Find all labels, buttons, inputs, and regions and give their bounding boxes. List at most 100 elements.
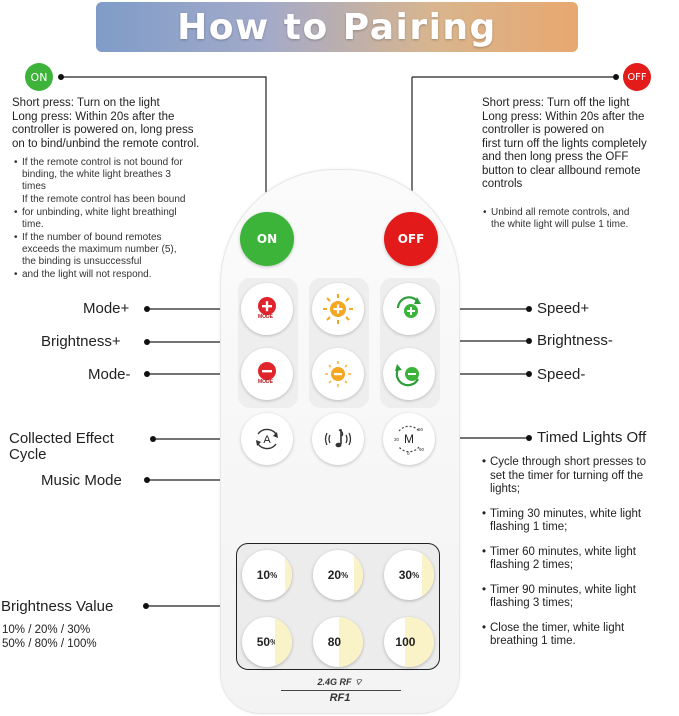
on-line: Long press: Within 20s after the (12, 110, 175, 123)
speed-plus-button[interactable] (383, 283, 435, 335)
brightness-values-line1: 10% / 20% / 30% (2, 624, 91, 636)
brightness-50-button[interactable]: 50% (242, 617, 292, 667)
off-dot (613, 74, 619, 80)
off-line: controller is powered on (482, 124, 605, 136)
off-line: and then long press the OFF (482, 151, 629, 163)
percent-sign: % (341, 570, 349, 580)
on-line: on to bind/unbind the remote control. (12, 137, 200, 150)
on-line: Short press: Turn on the light (12, 97, 160, 109)
speed-minus-icon (395, 364, 419, 387)
off-line: Short press: Turn off the light (482, 97, 630, 109)
brightness-percent: 80 (327, 635, 342, 649)
percent-sign: % (270, 637, 278, 647)
music-icon (324, 429, 352, 448)
on-line: controller is powered on, long press (12, 124, 194, 136)
off-line: Long press: Within 20s after the (482, 110, 645, 123)
mode-minus-label: Mode- (88, 366, 131, 383)
timer-letter: M (404, 432, 414, 446)
mode-minus-text: MODE (258, 379, 273, 385)
brightness-plus-label: Brightness+ (41, 333, 121, 350)
freq-label: 2.4G RF ⌔ (317, 677, 363, 687)
label-dot (144, 306, 150, 312)
bullet: • and the light will not respond. (14, 269, 152, 280)
mode-plus-icon (258, 297, 276, 315)
sun-plus-icon (323, 294, 353, 324)
brightness-values-line2: 50% / 80% / 100% (2, 638, 97, 650)
auto-cycle-button[interactable]: A (241, 413, 293, 465)
brightness-percent: 20 (327, 568, 342, 582)
on-button[interactable]: ON (240, 212, 294, 266)
model-label: RF1 (329, 692, 351, 704)
label-dot (143, 603, 149, 609)
on-badge: ON (25, 63, 53, 91)
mode-plus-button[interactable] (241, 283, 293, 335)
brightness-100-button[interactable]: 100% (384, 617, 434, 667)
signal-icon: ⌔ (354, 677, 363, 687)
on-dot (58, 74, 64, 80)
label-dot (526, 306, 532, 312)
timer-icon: M 30 60 90 0 (394, 425, 425, 456)
mode-minus-button[interactable] (241, 348, 293, 400)
music-mode-button[interactable] (312, 413, 364, 465)
brightness-fill (354, 550, 363, 600)
brightness-10-button[interactable]: 10% (242, 550, 292, 600)
mode-plus-label: Mode+ (83, 300, 130, 317)
brand-divider (281, 690, 401, 691)
off-button[interactable]: OFF (384, 212, 438, 266)
brightness-minus-button[interactable] (312, 348, 364, 400)
off-line: button to clear allbound remote (482, 164, 641, 177)
auto-letter: A (263, 434, 271, 446)
auto-cycle-icon: A (256, 428, 278, 450)
label-dot (144, 371, 150, 377)
brightness-plus-button[interactable] (312, 283, 364, 335)
on-description: Short press: Turn on the light Long pres… (12, 97, 242, 151)
brightness-fill (339, 617, 363, 667)
brightness-minus-label: Brightness- (537, 332, 613, 349)
brightness-20-button[interactable]: 20% (313, 550, 363, 600)
brightness-percent: 10 (256, 568, 271, 582)
timer-mark: 60 (418, 427, 424, 432)
cycle-label: Cycle (9, 446, 47, 463)
off-line: controls (482, 178, 523, 190)
bullet: • If the remote control is not bound for… (14, 157, 183, 192)
label-dot (526, 371, 532, 377)
title-banner: How to Pairing (96, 2, 578, 52)
label-dot (144, 477, 150, 483)
page-title: How to Pairing (177, 6, 497, 48)
mode-plus-text: MODE (258, 314, 273, 320)
off-line: first turn off the lights completely (482, 137, 647, 150)
speed-plus-label: Speed+ (537, 300, 590, 317)
brightness-fill (405, 617, 434, 667)
label-dot (526, 435, 532, 441)
brightness-value-label: Brightness Value (1, 598, 114, 615)
speed-plus-icon (396, 296, 421, 318)
timer-button[interactable]: M 30 60 90 0 (383, 413, 435, 465)
brightness-percent: 30 (398, 568, 413, 582)
brightness-80-button[interactable]: 80% (313, 617, 363, 667)
mode-minus-icon (258, 362, 276, 380)
percent-sign: % (270, 570, 278, 580)
brightness-30-button[interactable]: 30% (384, 550, 434, 600)
label-dot (150, 436, 156, 442)
on-bullets: • If the remote control is not bound for… (14, 157, 229, 281)
brightness-fill (275, 617, 292, 667)
timed-lights-off-label: Timed Lights Off (537, 429, 647, 446)
sun-minus-icon (325, 361, 351, 387)
timer-mark: 0 (407, 451, 410, 456)
label-dot (144, 339, 150, 345)
label-dot (526, 338, 532, 344)
off-description: Short press: Turn off the light Long pre… (482, 97, 678, 192)
brightness-fill (422, 550, 434, 600)
speed-minus-button[interactable] (383, 348, 435, 400)
speed-minus-label: Speed- (537, 366, 586, 383)
bullet: If the remote control has been bound (22, 194, 186, 205)
music-mode-label: Music Mode (41, 472, 122, 489)
